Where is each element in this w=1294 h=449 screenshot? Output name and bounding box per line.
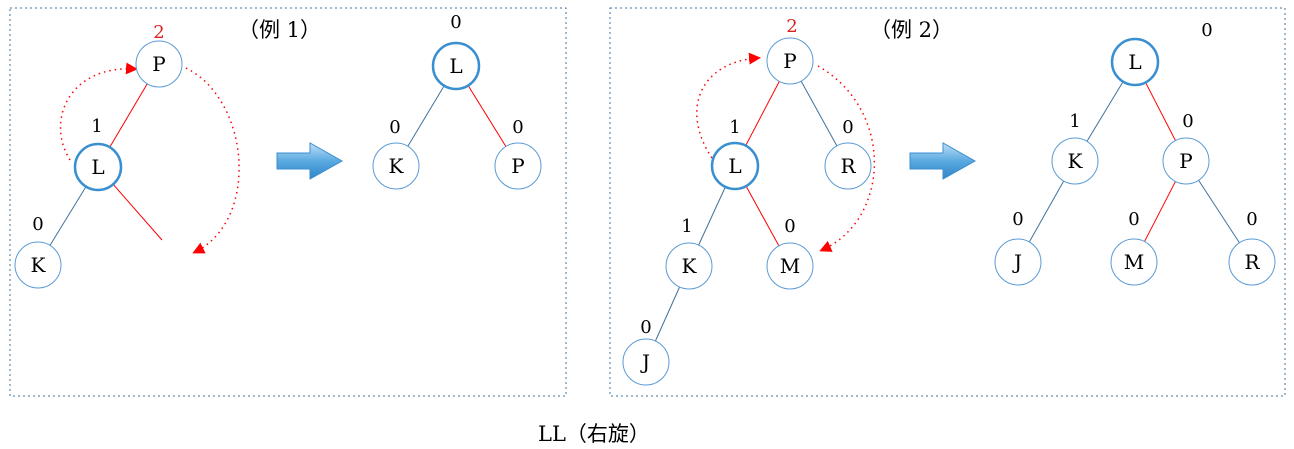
example-2-frame — [609, 7, 1286, 397]
tree-node-J — [994, 238, 1042, 286]
tree-node-M — [1110, 238, 1158, 286]
node-label: K — [389, 154, 405, 178]
balance-factor: 0 — [32, 214, 43, 235]
rotation-arrow-icon — [909, 142, 977, 180]
balance-factor: 0 — [450, 12, 461, 33]
tree-node-K — [665, 242, 713, 290]
tree-node-K — [372, 142, 420, 190]
balance-factor: 0 — [784, 216, 795, 237]
tree-node-L — [431, 41, 481, 91]
node-label: M — [780, 254, 800, 278]
tree-node-K — [1051, 137, 1099, 185]
tree-node-P — [135, 40, 183, 88]
balance-factor: 0 — [389, 117, 400, 138]
tree-node-P — [1162, 137, 1210, 185]
node-label: K — [1068, 149, 1084, 173]
node-label: L — [728, 154, 741, 178]
node-label: P — [1179, 149, 1192, 173]
tree-node-R — [1228, 238, 1276, 286]
tree-node-R — [824, 142, 872, 190]
tree-node-P — [494, 142, 542, 190]
tree-edge-L-empty — [112, 183, 163, 241]
tree-edge-P-L — [109, 83, 148, 148]
tree-edge-P-M — [1144, 181, 1176, 242]
node-label: P — [511, 154, 524, 178]
tree-edge-P-R — [1198, 179, 1240, 244]
tree-edge-L-K — [698, 186, 726, 246]
diagram-caption: LL（右旋） — [538, 422, 650, 446]
balance-factor: 1 — [681, 216, 692, 237]
tree-edge-P-R — [800, 80, 838, 147]
tree-node-M — [766, 242, 814, 290]
rotation-path-arrow — [185, 67, 240, 254]
example-1-title: （例 1） — [238, 18, 321, 42]
tree-edge-L-M — [745, 185, 780, 247]
balance-factor: 1 — [1069, 111, 1080, 132]
tree-node-K — [14, 241, 62, 289]
balance-factor: 0 — [1128, 209, 1139, 230]
example-2-title: （例 2） — [870, 18, 953, 42]
tree-edge-L-K — [1086, 81, 1124, 142]
tree-edge-L-K — [407, 85, 445, 147]
node-label: K — [682, 254, 698, 278]
node-label: P — [152, 52, 165, 76]
node-label: K — [31, 253, 47, 277]
tree-edge-L-P — [1145, 82, 1176, 141]
balance-factor: 2 — [153, 22, 164, 43]
tree-edge-L-K — [49, 186, 87, 246]
tree-edge-P-L — [745, 81, 780, 146]
balance-factor: 0 — [842, 117, 853, 138]
tree-node-L — [1110, 37, 1160, 87]
balance-factor: 0 — [1012, 209, 1023, 230]
rotation-arrow-icon — [276, 142, 344, 180]
node-label: P — [783, 49, 796, 73]
tree-edge-L-P — [467, 85, 507, 147]
balance-factor: 0 — [640, 317, 651, 338]
tree-node-P — [766, 37, 814, 85]
node-label: J — [640, 350, 650, 374]
node-label: R — [1244, 250, 1260, 274]
tree-node-J — [622, 338, 670, 386]
node-label: L — [449, 54, 462, 78]
node-label: J — [1012, 250, 1022, 274]
balance-factor: 1 — [91, 116, 102, 137]
balance-factor: 0 — [512, 117, 523, 138]
node-label: L — [91, 155, 104, 179]
tree-node-L — [73, 142, 123, 192]
tree-node-L — [710, 141, 760, 191]
balance-factor: 1 — [729, 117, 740, 138]
balance-factor: 0 — [1182, 111, 1193, 132]
tree-edge-K-J — [654, 286, 681, 342]
balance-factor: 0 — [1246, 209, 1257, 230]
balance-factor: 2 — [786, 16, 797, 37]
balance-factor: 0 — [1201, 20, 1212, 41]
example-1-frame — [9, 7, 567, 397]
node-label: M — [1124, 250, 1144, 274]
node-label: R — [840, 154, 856, 178]
tree-edge-K-J — [1028, 180, 1065, 243]
node-label: L — [1128, 50, 1141, 74]
